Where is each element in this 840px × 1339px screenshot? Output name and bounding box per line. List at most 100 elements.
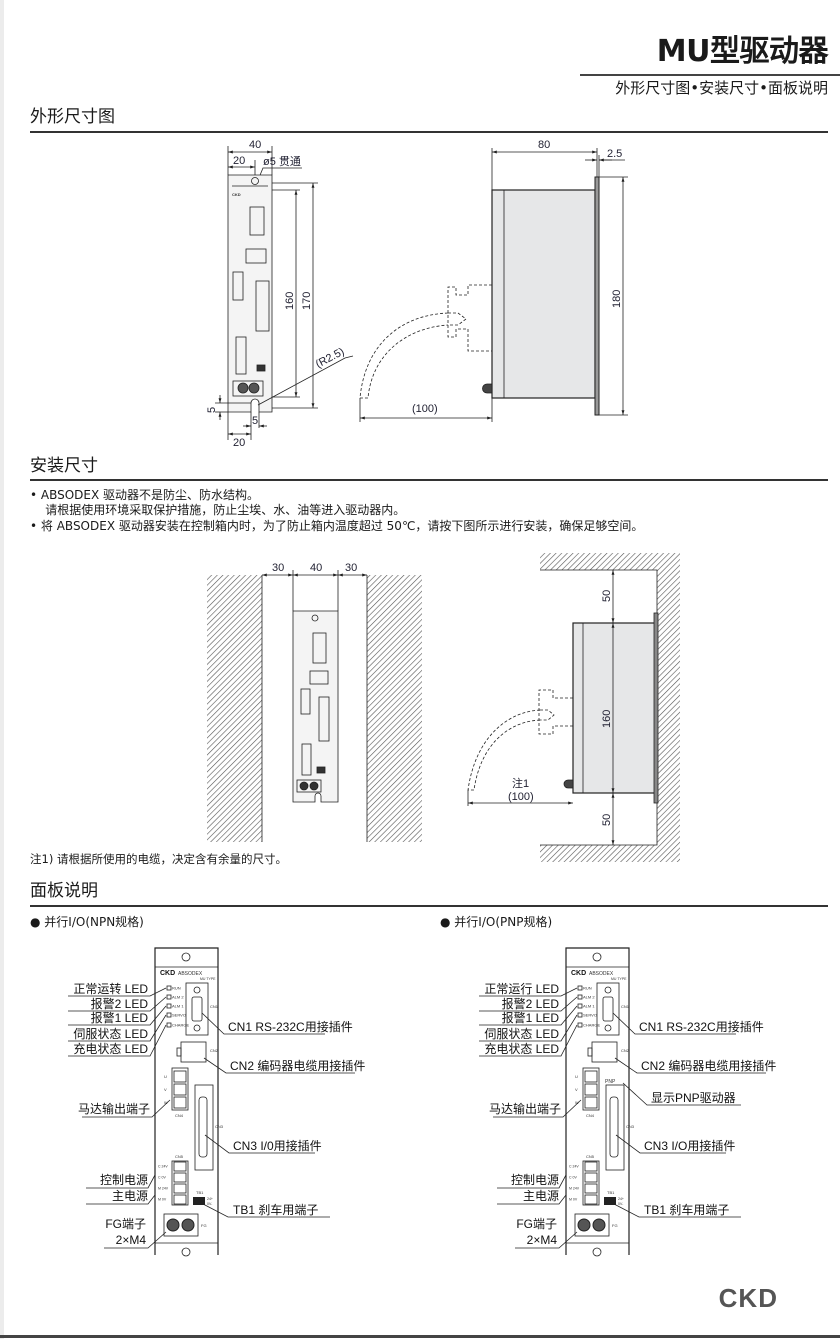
led-label: RUN [583,986,592,991]
npn-heading: ● 并行I/O(NPN规格) [30,915,144,929]
leader-line [479,996,578,1012]
callout-pnp: 显示PNP驱动器 [651,1091,736,1105]
leader-line [497,1194,567,1205]
dim-2-5: 2.5 [607,148,622,160]
panel-model: ABSODEX [589,971,614,977]
led-indicator-icon [166,1003,172,1009]
callout-run: 正常运行 LED [484,982,559,996]
dim-cable-100: (100) [412,403,438,415]
callout-fg: FG端子 [516,1217,557,1231]
pnp-mark: PNP [605,1079,616,1085]
cn2-latch [587,1047,593,1057]
led-label: SERVO [172,1013,186,1018]
leader-line [203,1057,355,1074]
callout-run: 正常运转 LED [73,981,148,996]
dim-160: 160 [284,292,296,310]
page-title: MU型驱动器 [656,34,829,69]
dim-20: 20 [233,155,245,167]
leader-line [622,1082,741,1106]
cn2-latch [176,1047,182,1057]
leader-line [86,1194,156,1205]
callout-motor: 马达输出端子 [78,1101,150,1116]
cn5-connector [171,1160,189,1206]
fg-mark: FG [201,1223,207,1228]
led-label: CHARGE [583,1023,600,1028]
leader-line [479,1024,578,1057]
leader-line [202,1203,330,1218]
cn5-mark: CN5 [175,1154,184,1159]
cn3-connector [194,1084,214,1171]
install-bullet: • ABSODEX 驱动器不是防尘、防水结构。 [30,488,260,502]
install-bullet: 请根据使用环境采取保护措施，防止尘埃、水、油等进入驱动器内。 [30,503,406,517]
cn2-mark: CN2 [210,1048,219,1053]
led-label: CHARGE [172,1023,189,1028]
cn4-mark: CN4 [175,1113,184,1118]
callout-ctrl-power: 控制电源 [100,1173,148,1187]
terminal [584,1083,598,1096]
led-indicator-icon [577,994,583,1000]
cn5-pin-label: M 0V [569,1198,578,1202]
section-divider [30,905,828,907]
leader-line [68,996,167,1012]
tb1-pin: 24+ [618,1197,624,1201]
led-indicator-icon [577,1003,583,1009]
callout-cn1: CN1 RS-232C用接插件 [228,1019,353,1034]
uvw-label: V [575,1087,578,1092]
callout-tb1: TB1 刹车用端子 [644,1202,729,1217]
fg-terminal [163,1213,199,1237]
terminal [173,1194,187,1205]
dim-gap-right: 30 [345,562,357,574]
leader-line [68,1014,167,1042]
cn5-pin-label: M 24V [158,1187,169,1191]
callout-main-power: 主电源 [523,1189,559,1203]
dim-radius: (R2.5) [314,346,347,371]
section-heading-panel: 面板说明 [30,881,98,901]
led-label: SERVO [583,1013,597,1018]
terminal [173,1183,187,1194]
cn5-pin-label: C 24V [569,1165,579,1169]
leader-line [479,1014,578,1042]
uvw-label: V [164,1087,167,1092]
leader-line [614,1057,766,1074]
screw-icon [193,986,201,994]
led-label: ALM 1 [172,1004,184,1009]
install-note: 注1) 请根据所使用的电缆，决定含有余量的尺寸。 [30,852,287,866]
terminal [584,1070,598,1083]
fg-terminal [574,1213,610,1237]
tb1-mark: TB1 [196,1190,204,1195]
callout-charge: 充电状态 LED [484,1041,559,1056]
panel-model: ABSODEX [178,971,203,977]
side-view-drawing [359,148,628,422]
fg-mark: FG [612,1223,618,1228]
pnp-heading: ● 并行I/O(PNP规格) [440,915,553,929]
tb1-pin: 0V- [618,1202,624,1206]
terminal [584,1194,598,1205]
leader-line [615,1134,726,1154]
tb1-pin: 0V- [207,1202,213,1206]
dim-80: 80 [538,139,550,151]
led-indicator-icon [166,1022,172,1028]
cn4-mark: CN4 [586,1113,595,1118]
cn5-pin-label: C 24V [158,1165,168,1169]
led-indicator-icon [166,994,172,1000]
terminal [173,1070,187,1083]
cn3-socket [609,1096,619,1158]
screw-icon [193,1024,201,1032]
leader-line [68,1005,167,1026]
led-indicator-icon [577,1022,583,1028]
led-label: ALM 2 [583,995,595,1000]
mount-hole-icon [592,1247,602,1257]
callout-alm2: 报警2 LED [502,996,560,1011]
leader-line [479,1005,578,1026]
callout-fg: FG端子 [105,1217,146,1231]
leader-line [479,987,578,997]
dim-width: 40 [310,562,322,574]
dim-5-bottom: 5 [252,415,258,427]
tb1-mark: TB1 [607,1190,615,1195]
terminal [173,1172,187,1183]
cn3-mark: CN3 [626,1124,635,1129]
title-divider [580,74,840,76]
